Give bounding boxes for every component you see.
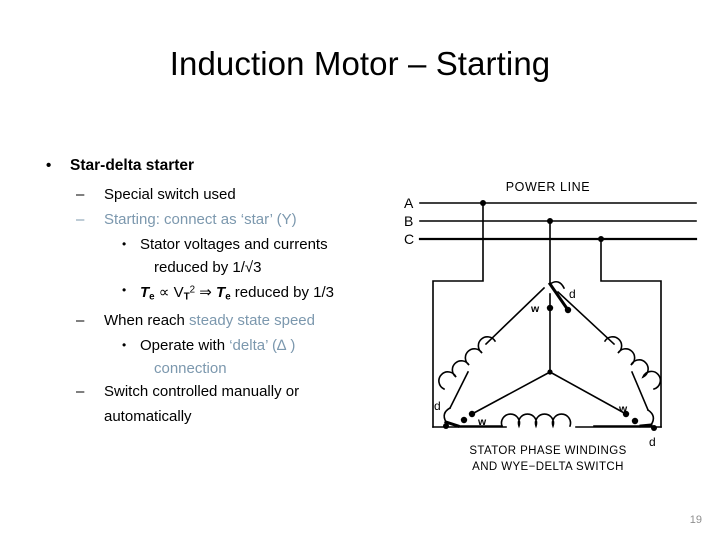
phase-label-a: A <box>404 195 414 211</box>
delta-side-right-lower <box>630 370 650 412</box>
list-item-steady-state: – When reach steady state speed <box>36 309 396 333</box>
switch-label-d-left: d <box>434 399 441 413</box>
junction-dots <box>480 200 604 242</box>
bullet-list: • Star-delta starter – Special switch us… <box>36 155 396 430</box>
dash-marker: – <box>76 311 85 329</box>
junction-dot-a <box>480 200 486 206</box>
power-line-label: POWER LINE <box>506 180 591 194</box>
bullet-marker: • <box>122 283 127 297</box>
terminal-dots <box>443 304 657 431</box>
list-item-starting-star: – Starting: connect as ‘star’ (Y) <box>36 208 396 232</box>
list-item-label-accent: steady state speed <box>189 311 315 329</box>
dash-marker: – <box>76 186 85 203</box>
switch-contact-left-d <box>443 406 452 424</box>
terminal-dot-delta-left <box>460 416 468 424</box>
torque-symbol-2: T <box>216 284 226 302</box>
voltage-subscript: T <box>183 291 190 303</box>
list-item-automatically: automatically <box>36 405 396 429</box>
bullet-marker: • <box>46 157 52 174</box>
dash-marker: – <box>76 211 85 228</box>
list-item-switch-controlled: – Switch controlled manually or <box>36 380 396 404</box>
page-title: Induction Motor – Starting <box>169 45 551 82</box>
diagram-caption-line1: STATOR PHASE WINDINGS <box>469 445 626 457</box>
list-item-stator-voltages: • Stator voltages and currents <box>36 233 396 256</box>
drop-phase-c <box>600 238 662 428</box>
contact-dot-right-d <box>651 425 657 431</box>
list-item-star-delta-starter: • Star-delta starter <box>36 155 396 177</box>
switch-label-w-left: w <box>477 416 487 428</box>
wye-spoke-left <box>470 370 552 416</box>
bullet-marker: • <box>122 337 127 352</box>
terminal-dot-wye-left <box>468 410 476 418</box>
torque-symbol: T <box>140 284 150 302</box>
list-item-connection: connection <box>36 357 396 380</box>
neutral-point <box>547 369 553 375</box>
list-item-reduced-by-sqrt3: reduced by 1/√3 <box>36 256 396 279</box>
list-item-label: automatically <box>104 407 192 425</box>
dash-marker: – <box>76 382 85 400</box>
page-number: 19 <box>689 514 702 526</box>
phase-label-c: C <box>404 231 414 247</box>
delta-side-right-upper <box>556 290 616 346</box>
phase-label-b: B <box>404 213 413 229</box>
switch-blade-right <box>639 423 653 428</box>
switch-blade-left <box>444 420 460 428</box>
list-item-label: Star-delta starter <box>70 157 195 174</box>
list-item-label: When reach <box>104 311 190 329</box>
torque-equation: Te ∝ VT2 ⇒ Te reduced by 1/3 <box>140 284 335 303</box>
diagram-caption-line2: AND WYE−DELTA SWITCH <box>472 461 624 473</box>
list-item-label: Special switch used <box>104 186 236 203</box>
bullet-marker: • <box>122 237 127 251</box>
list-item-label: Switch controlled manually or <box>104 382 300 400</box>
switch-label-d-top: d <box>569 287 576 301</box>
list-item-torque-formula: • Te ∝ VT2 ⇒ Te reduced by 1/3 <box>36 279 396 309</box>
switch-label-w-right: w <box>618 403 628 415</box>
wye-spoke-right <box>548 370 628 416</box>
implies-sign: ⇒ <box>199 284 212 302</box>
delta-side-left-upper <box>484 286 546 346</box>
list-item-label: connection <box>154 359 227 377</box>
torque-tail: reduced by 1/3 <box>230 284 335 302</box>
wye-delta-switch-diagram: POWER LINE A B C w d w d w d STATOR PHAS… <box>398 176 698 478</box>
drop-phase-a <box>432 202 484 428</box>
proportional-sign: ∝ <box>158 284 170 302</box>
list-item-special-switch: – Special switch used <box>36 183 396 207</box>
list-item-operate-delta: • Operate with ‘delta’ (∆ ) <box>36 334 396 357</box>
terminal-dot-wye-top <box>546 304 554 312</box>
switch-contact-top-d <box>548 280 566 290</box>
torque-subscript-2: e <box>225 291 231 303</box>
switch-contact-right-d <box>646 408 655 427</box>
switch-blade-top-delta <box>547 281 571 313</box>
torque-subscript: e <box>149 291 155 303</box>
switch-label-d-right: d <box>649 435 656 449</box>
winding-coil-left <box>438 336 497 391</box>
list-item-label: Starting: connect as ‘star’ (Y) <box>104 211 297 228</box>
junction-dot-c <box>598 236 604 242</box>
list-item-label-accent: ‘delta’ (∆ ) <box>229 336 296 354</box>
terminal-dot-delta-right <box>631 417 639 425</box>
voltage-symbol: V <box>173 284 184 302</box>
list-item-label: Stator voltages and currents <box>140 236 328 253</box>
voltage-exponent: 2 <box>189 285 196 296</box>
terminal-dot-wye-right <box>622 410 630 418</box>
list-item-label: reduced by 1/√3 <box>154 259 262 276</box>
junction-dot-b <box>547 218 553 224</box>
list-item-label: Operate with <box>140 336 230 354</box>
winding-coil-bottom <box>500 413 572 429</box>
delta-side-left-lower <box>448 370 470 410</box>
winding-coil-right <box>603 336 662 391</box>
terminal-dot-delta-top <box>564 306 572 314</box>
switch-label-w-top: w <box>530 303 540 315</box>
contact-dot-left-d <box>443 423 449 429</box>
